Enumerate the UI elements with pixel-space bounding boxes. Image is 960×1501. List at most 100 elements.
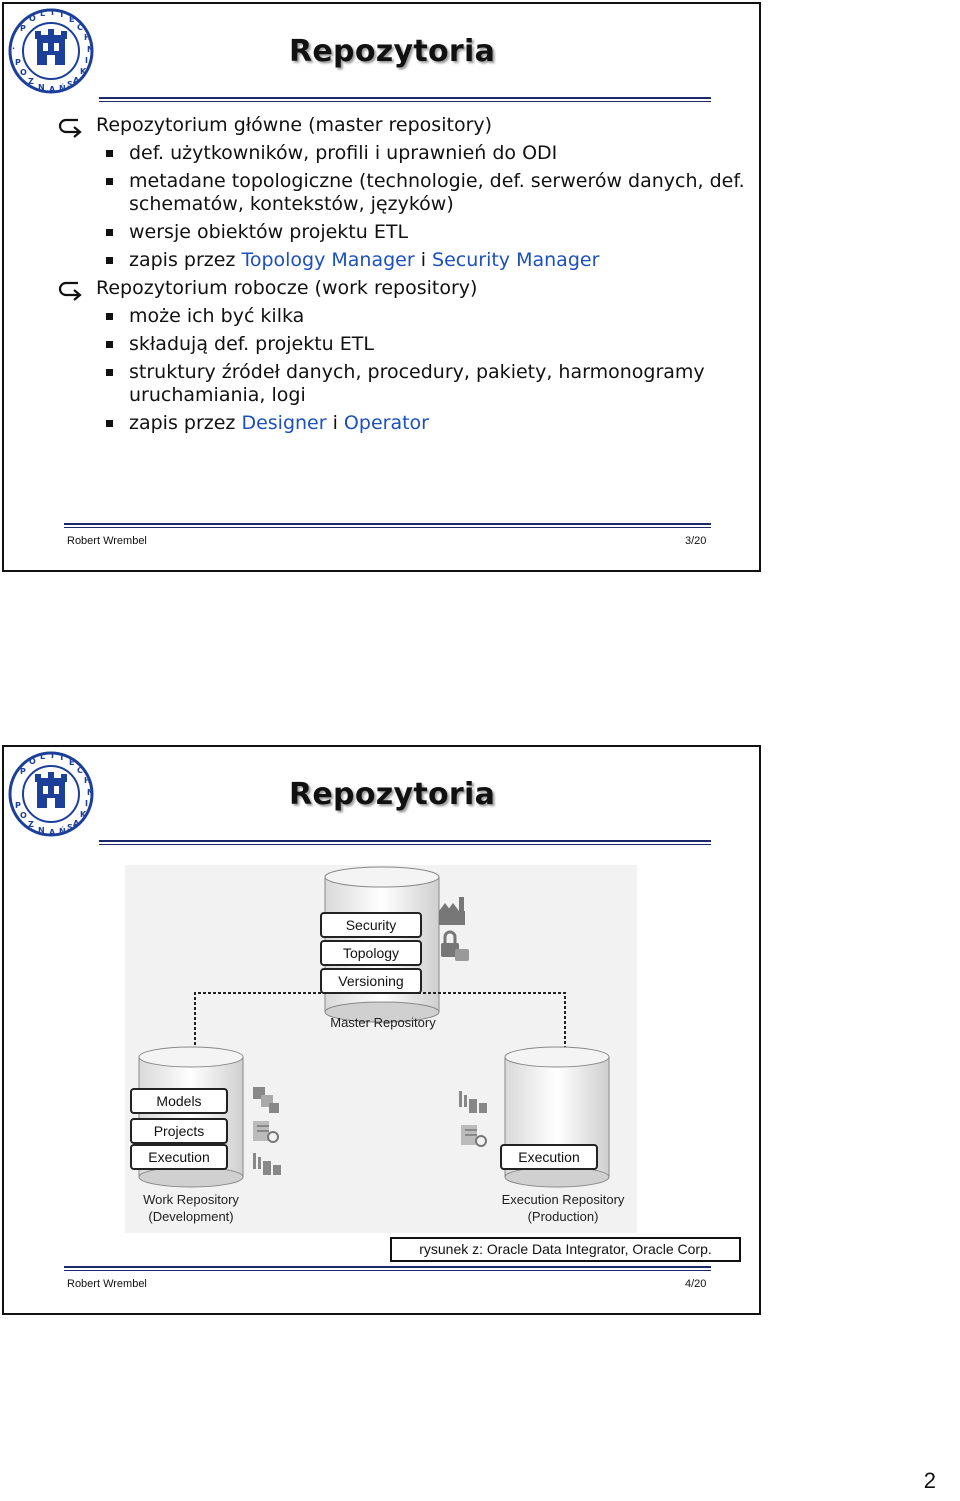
svg-text:A: A (73, 819, 80, 828)
work-repository-label-line2: (Development) (148, 1209, 233, 1224)
svg-text:Z: Z (28, 820, 34, 829)
bullet-text: i (326, 412, 344, 434)
bullet-item-level2: składują def. projektu ETL (56, 333, 746, 356)
square-bullet-icon (106, 420, 113, 427)
connector-lines (194, 992, 566, 1095)
svg-text:O: O (29, 757, 36, 766)
svg-text:S: S (67, 823, 73, 832)
arrow-bullet-icon (58, 118, 82, 138)
bullet-text: i (414, 249, 433, 271)
footer-page: 3/20 (685, 535, 707, 547)
work-box-models: Models (130, 1088, 228, 1114)
bullet-text: może ich być kilka (129, 305, 305, 327)
svg-text:C: C (77, 23, 83, 32)
square-bullet-icon (106, 369, 113, 376)
svg-text:K: K (80, 67, 87, 76)
execution-icon (253, 1153, 281, 1175)
highlighted-term: Security Manager (432, 249, 600, 271)
bullet-text: metadane topologiczne (technologie, def.… (129, 170, 745, 215)
svg-text:T: T (59, 753, 65, 762)
execution-repository-label-line2: (Production) (528, 1209, 599, 1224)
bullet-item-level2: wersje obiektów projektu ETL (56, 221, 746, 244)
svg-text:N: N (87, 788, 94, 797)
bullet-text: struktury źródeł danych, procedury, paki… (129, 361, 705, 406)
svg-text:P: P (15, 801, 21, 810)
master-box-versioning-label: Versioning (338, 973, 403, 989)
svg-text:A: A (49, 828, 56, 837)
slide-title: Repozytoria (289, 777, 496, 812)
slide-title: Repozytoria (289, 34, 496, 69)
svg-text:I: I (51, 8, 54, 17)
svg-text:I: I (85, 56, 88, 65)
factory-icon (439, 897, 465, 925)
title-divider (99, 97, 711, 99)
master-box-security-label: Security (346, 917, 397, 933)
square-bullet-icon (106, 341, 113, 348)
svg-text:L: L (40, 9, 45, 18)
title-divider-thin (99, 101, 711, 102)
repository-diagram: Security Topology Versioning Master Rep (125, 865, 637, 1233)
svg-text:·: · (12, 44, 15, 53)
svg-text:E: E (69, 758, 74, 767)
svg-text:K: K (80, 810, 87, 819)
square-bullet-icon (106, 313, 113, 320)
svg-text:O: O (29, 14, 36, 23)
svg-text:O: O (20, 68, 27, 77)
svg-text:N: N (38, 826, 45, 835)
square-bullet-icon (106, 257, 113, 264)
bullet-text: def. użytkowników, profili i uprawnień d… (129, 142, 558, 164)
footer-author: Robert Wrembel (67, 1278, 147, 1290)
svg-text:Ń: Ń (59, 825, 66, 836)
footer-page: 4/20 (685, 1278, 707, 1290)
highlighted-term: Operator (343, 412, 429, 434)
master-box-versioning: Versioning (320, 968, 422, 994)
bullet-text: wersje obiektów projektu ETL (129, 221, 409, 243)
svg-text:Z: Z (28, 77, 34, 86)
svg-text:L: L (40, 752, 45, 761)
work-repository-label-line1: Work Repository (143, 1192, 239, 1207)
highlighted-term: Topology Manager (241, 249, 415, 271)
footer-author: Robert Wrembel (67, 535, 147, 547)
bullet-item-level2: def. użytkowników, profili i uprawnień d… (56, 142, 746, 165)
svg-text:P: P (20, 767, 26, 776)
bullet-item-level2: struktury źródeł danych, procedury, paki… (56, 361, 746, 407)
bullet-item-level1: Repozytorium robocze (work repository) (56, 277, 746, 301)
svg-text:N: N (38, 83, 45, 92)
bullet-text: Repozytorium główne (master repository) (96, 114, 493, 136)
lock-icon (441, 930, 469, 961)
execution-repository-label-line1: Execution Repository (502, 1192, 625, 1207)
svg-text:H: H (84, 33, 91, 42)
svg-text:C: C (77, 766, 83, 775)
master-box-security: Security (320, 912, 422, 938)
projects-icon (461, 1125, 487, 1147)
svg-text:P: P (15, 58, 21, 67)
exec-box-execution-label: Execution (518, 1149, 579, 1165)
bullet-list: Repozytorium główne (master repository) d… (56, 114, 746, 440)
svg-text:I: I (85, 799, 88, 808)
execution-icon (459, 1091, 487, 1113)
page-number: 2 (923, 1468, 936, 1493)
work-box-execution: Execution (130, 1144, 228, 1170)
svg-text:H: H (84, 776, 91, 785)
bullet-item-level2: zapis przez Designer i Operator (56, 412, 746, 435)
bullet-item-level2: może ich być kilka (56, 305, 746, 328)
work-box-models-label: Models (156, 1093, 201, 1109)
master-box-topology: Topology (320, 940, 422, 966)
work-box-projects: Projects (130, 1118, 228, 1144)
title-divider-thin (99, 844, 711, 845)
svg-text:O: O (20, 811, 27, 820)
svg-text:I: I (51, 751, 54, 760)
bullet-text: składują def. projektu ETL (129, 333, 374, 355)
master-box-topology-label: Topology (343, 945, 399, 961)
bullet-text: zapis przez (129, 249, 242, 271)
footer-divider (64, 523, 711, 525)
highlighted-term: Designer (241, 412, 327, 434)
svg-text:S: S (67, 80, 73, 89)
bullet-text: zapis przez (129, 412, 242, 434)
arrow-bullet-icon (58, 281, 82, 301)
svg-text:T: T (59, 10, 65, 19)
bullet-item-level2: zapis przez Topology Manager i Security … (56, 249, 746, 272)
